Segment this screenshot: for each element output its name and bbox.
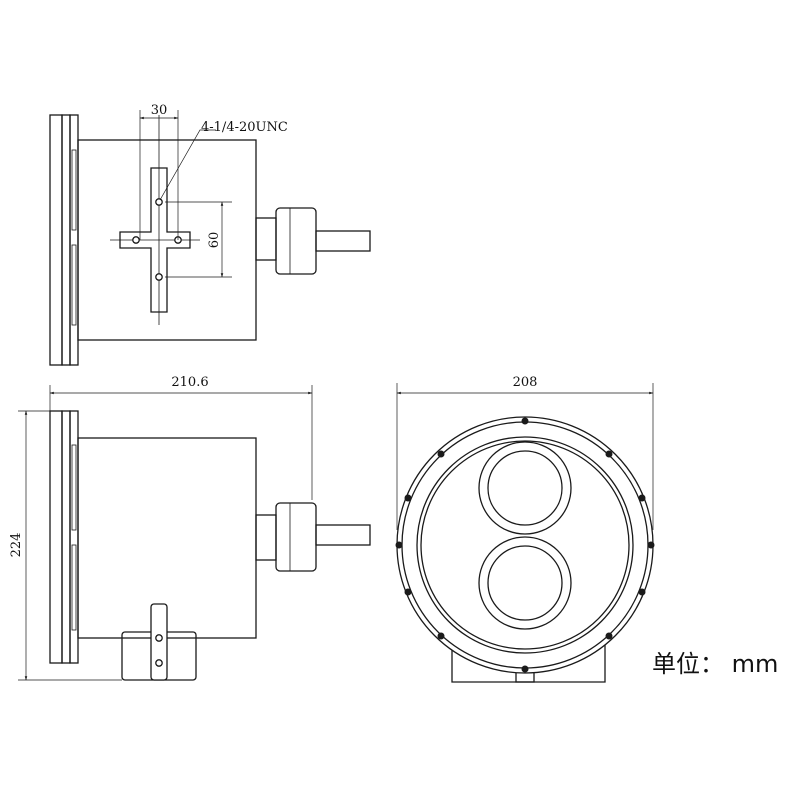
side-flange-slot-2: [71, 544, 77, 631]
front-bolts: [395, 417, 655, 673]
dim-front-width: 208: [513, 375, 538, 390]
top-flange-slot-2: [71, 244, 77, 326]
side-flange-slot-1: [71, 444, 77, 531]
front-window-top-inner: [487, 450, 563, 526]
front-flange-outer: [396, 416, 654, 674]
front-flange-inner: [416, 436, 634, 654]
side-gland-nut: [255, 514, 277, 561]
front-window-top-outer: [478, 441, 572, 535]
side-flange-plate-mid: [61, 410, 71, 664]
bracket-hole-top: [155, 198, 163, 206]
front-window-bottom-inner: [487, 545, 563, 621]
side-mount-bracket: [150, 603, 168, 681]
top-flange-slot-1: [71, 149, 77, 231]
top-flange-plate-inner: [69, 114, 79, 366]
side-gland-body: [275, 502, 317, 572]
top-gland-body: [275, 207, 317, 275]
top-flange-plate-mid: [61, 114, 71, 366]
dim-side-height: 224: [9, 533, 24, 558]
side-flange-plate-outer: [49, 410, 63, 664]
side-flange-plate-inner: [69, 410, 79, 664]
top-flange-plate-outer: [49, 114, 63, 366]
top-gland-nut: [255, 217, 277, 261]
side-cable: [315, 524, 371, 546]
front-view: 208: [395, 375, 655, 683]
dim-top-height: 60: [207, 232, 222, 249]
bracket-hole-left: [132, 236, 140, 244]
bracket-hole-bottom: [155, 273, 163, 281]
dim-thread-label: 4-1/4-20UNC: [201, 120, 288, 135]
dim-top-width: 30: [151, 103, 168, 118]
dim-side-length: 210.6: [171, 375, 208, 390]
top-view: 30 4-1/4-20UNC 60: [49, 103, 371, 366]
top-cable: [315, 230, 371, 252]
unit-label: 单位： mm: [652, 650, 778, 678]
front-window-bottom-outer: [478, 536, 572, 630]
side-view: 210.6 224: [9, 375, 371, 681]
